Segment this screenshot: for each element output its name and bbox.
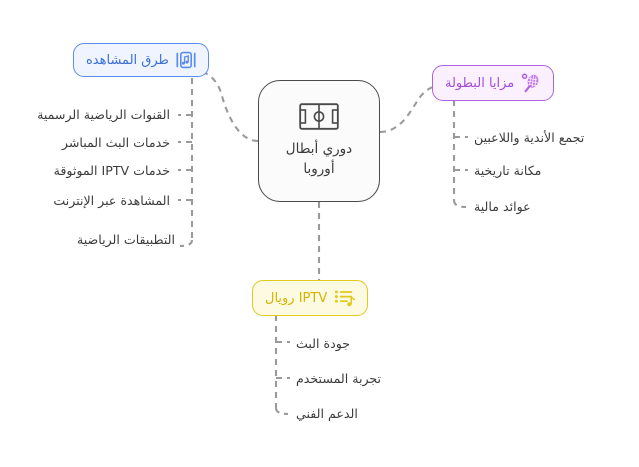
leaf-advantages-3: عوائد مالية (474, 199, 531, 214)
edge-center-to-viewing-methods (195, 68, 259, 143)
center-node[interactable]: دوري أبطال أوروبا (258, 80, 380, 202)
playlist-music-icon (334, 288, 356, 308)
branch-head-royal-iptv[interactable]: IPTV رويال (252, 280, 369, 316)
center-node-label: دوري أبطال أوروبا (285, 140, 353, 177)
tennis-racket-icon (521, 73, 541, 93)
edge-advantages-leaf-3 (452, 199, 467, 209)
leaf-royal-3: الدعم الفني (296, 406, 358, 421)
branch-head-viewing-methods[interactable]: طرق المشاهده (73, 43, 209, 77)
edge-viewing-leaf-5 (179, 239, 194, 248)
branch-head-advantages-label: مزايا البطولة (445, 75, 515, 91)
music-media-icon (176, 51, 196, 69)
branch-head-royal-iptv-label: IPTV رويال (265, 290, 328, 306)
edge-center-to-advantages (379, 84, 437, 134)
leaf-royal-1: جودة البث (296, 336, 351, 351)
branch-head-viewing-methods-label: طرق المشاهده (86, 52, 169, 68)
leaf-advantages-2: مكانة تاريخية (474, 163, 542, 178)
leaf-viewing-2: خدمات البث المباشر (61, 135, 170, 150)
leaf-viewing-1: القنوات الرياضية الرسمية (37, 107, 170, 122)
leaf-royal-2: تجربة المستخدم (296, 371, 382, 386)
edge-royal-leaf-3 (274, 407, 289, 416)
leaf-advantages-1: تجمع الأندية واللاعبين (474, 130, 585, 145)
leaf-viewing-4: المشاهدة عبر الإنترنت (53, 193, 170, 208)
soccer-field-icon (299, 103, 339, 130)
leaf-viewing-5: التطبيقات الرياضية (76, 232, 175, 247)
branch-head-advantages[interactable]: مزايا البطولة (432, 65, 555, 101)
leaf-viewing-3: خدمات IPTV الموثوقة (53, 163, 170, 178)
